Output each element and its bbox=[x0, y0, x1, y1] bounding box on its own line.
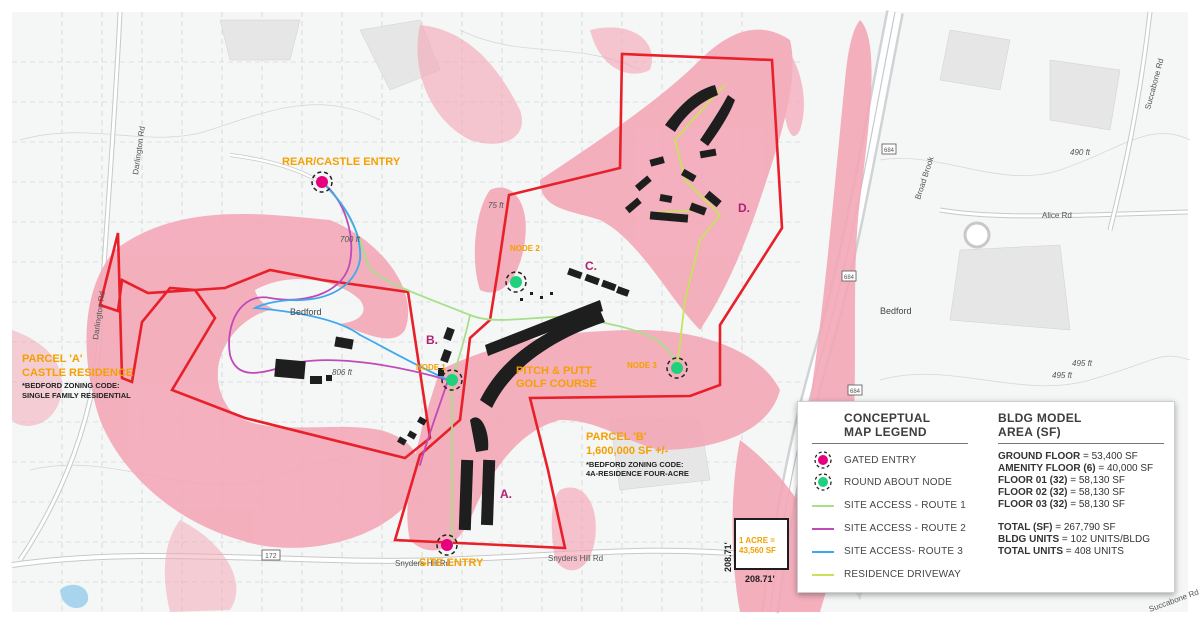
node-2-label: NODE 2 bbox=[510, 244, 540, 253]
elevation-75: 75 ft bbox=[488, 201, 504, 210]
area-row-floor-01: FLOOR 01 (32) = 58,130 SF bbox=[998, 475, 1126, 486]
zone-b-label: B. bbox=[426, 333, 438, 347]
area-row-ground-floor: GROUND FLOOR = 53,400 SF bbox=[998, 451, 1138, 462]
parcel-a-zoning-2: SINGLE FAMILY RESIDENTIAL bbox=[22, 391, 131, 400]
area-divider bbox=[998, 443, 1164, 444]
route-shield-172: 172 bbox=[265, 553, 277, 560]
road-label-alice: Alice Rd bbox=[1042, 211, 1072, 220]
area-bldg-units: BLDG UNITS = 102 UNITS/BLDG bbox=[998, 534, 1150, 545]
elevation-806: 806 ft bbox=[332, 368, 353, 377]
acre-label-2: 43,560 SF bbox=[739, 546, 776, 555]
roundabout-node-markers bbox=[441, 271, 688, 391]
parcel-a-label-2: CASTLE RESIDENCE bbox=[22, 367, 133, 379]
legend-title: CONCEPTUAL MAP LEGEND bbox=[844, 411, 931, 439]
parcel-boundaries bbox=[98, 52, 784, 550]
legend-item-route-3: SITE ACCESS- ROUTE 3 bbox=[844, 546, 964, 557]
access-routes bbox=[228, 84, 726, 546]
elevation-700: 700 ft bbox=[340, 235, 361, 244]
legend-item-residence-driveway: RESIDENCE DRIVEWAY bbox=[844, 569, 961, 580]
legend-item-route-1: SITE ACCESS - ROUTE 1 bbox=[844, 500, 967, 511]
parcel-b-label-1: PARCEL 'B' bbox=[586, 431, 647, 443]
area-title: BLDG MODEL AREA (SF) bbox=[998, 411, 1082, 439]
road-label-snyders-1: Snyders Hill Rd bbox=[395, 559, 450, 568]
zone-d-label: D. bbox=[738, 201, 750, 215]
route-shields bbox=[261, 143, 897, 561]
map-legend-panel: CONCEPTUAL MAP LEGEND BLDG MODEL AREA (S… bbox=[797, 401, 1175, 593]
elevation-495-1: 495 ft bbox=[1072, 359, 1093, 368]
route-3-swatch bbox=[812, 551, 834, 553]
place-label-bedford-2: Bedford bbox=[880, 306, 912, 316]
roundabout-node-icon bbox=[814, 473, 832, 491]
site-entry-label: SITE ENTRY bbox=[419, 557, 484, 569]
legend-item-gated-entry: GATED ENTRY bbox=[844, 455, 917, 466]
route-shield-684-1: 684 bbox=[884, 148, 895, 154]
legend-item-roundabout-node: ROUND ABOUT NODE bbox=[844, 477, 953, 488]
parcel-b-boundary bbox=[393, 52, 784, 550]
place-label-bedford-1: Bedford bbox=[290, 307, 322, 317]
pond bbox=[60, 584, 89, 609]
route-1-swatch bbox=[812, 505, 834, 507]
route-shield-684-3: 684 bbox=[850, 389, 861, 395]
parcel-a-zoning-1: *BEDFORD ZONING CODE: bbox=[22, 381, 120, 390]
acre-dimension-vertical: 208.71' bbox=[723, 542, 733, 572]
parcel-a-boundary bbox=[98, 232, 432, 460]
legend-divider bbox=[812, 443, 968, 444]
parcel-b-zoning-2: 4A-RESIDENCE FOUR-ACRE bbox=[586, 469, 689, 478]
node-1-label: NODE 1 bbox=[416, 363, 446, 372]
area-row-floor-03: FLOOR 03 (32) = 58,130 SF bbox=[998, 499, 1126, 510]
parcel-b-zoning-1: *BEDFORD ZONING CODE: bbox=[586, 460, 684, 469]
area-row-amenity-floor: AMENITY FLOOR (6) = 40,000 SF bbox=[998, 463, 1154, 474]
building-row-b bbox=[480, 310, 605, 408]
elevation-490: 490 ft bbox=[1070, 148, 1091, 157]
parcel-b-label-2: 1,600,000 SF +/- bbox=[586, 445, 669, 457]
plan-annotations: REAR/CASTLE ENTRY SITE ENTRY NODE 1 NODE… bbox=[22, 156, 776, 584]
legend-item-route-2: SITE ACCESS - ROUTE 2 bbox=[844, 523, 967, 534]
area-row-floor-02: FLOOR 02 (32) = 58,130 SF bbox=[998, 487, 1126, 498]
acre-dimension-horizontal: 208.71' bbox=[745, 574, 775, 584]
elevation-495-2: 495 ft bbox=[1052, 371, 1073, 380]
route-2-swatch bbox=[812, 528, 834, 530]
route-shield-684-2: 684 bbox=[844, 275, 855, 281]
golf-course-label-1: PITCH & PUTT bbox=[516, 365, 592, 377]
parcel-a-label-1: PARCEL 'A' bbox=[22, 353, 83, 365]
rear-entry-label: REAR/CASTLE ENTRY bbox=[282, 156, 401, 168]
acre-label-1: 1 ACRE = bbox=[739, 536, 775, 545]
acre-reference bbox=[734, 518, 789, 570]
buildings bbox=[274, 85, 735, 531]
road-label-snyders-2: Snyders Hill Rd bbox=[548, 554, 603, 563]
area-total-sf: TOTAL (SF) = 267,790 SF bbox=[998, 522, 1116, 533]
gated-entry-markers bbox=[311, 171, 458, 556]
gated-entry-icon bbox=[814, 451, 832, 469]
node-3-label: NODE 3 bbox=[627, 361, 657, 370]
driveway-swatch bbox=[812, 574, 834, 576]
zone-a-label: A. bbox=[500, 487, 512, 501]
route-3-line bbox=[252, 181, 449, 381]
zone-c-label: C. bbox=[585, 259, 597, 273]
golf-course-label-2: GOLF COURSE bbox=[516, 378, 597, 390]
area-total-units: TOTAL UNITS = 408 UNITS bbox=[998, 546, 1124, 557]
